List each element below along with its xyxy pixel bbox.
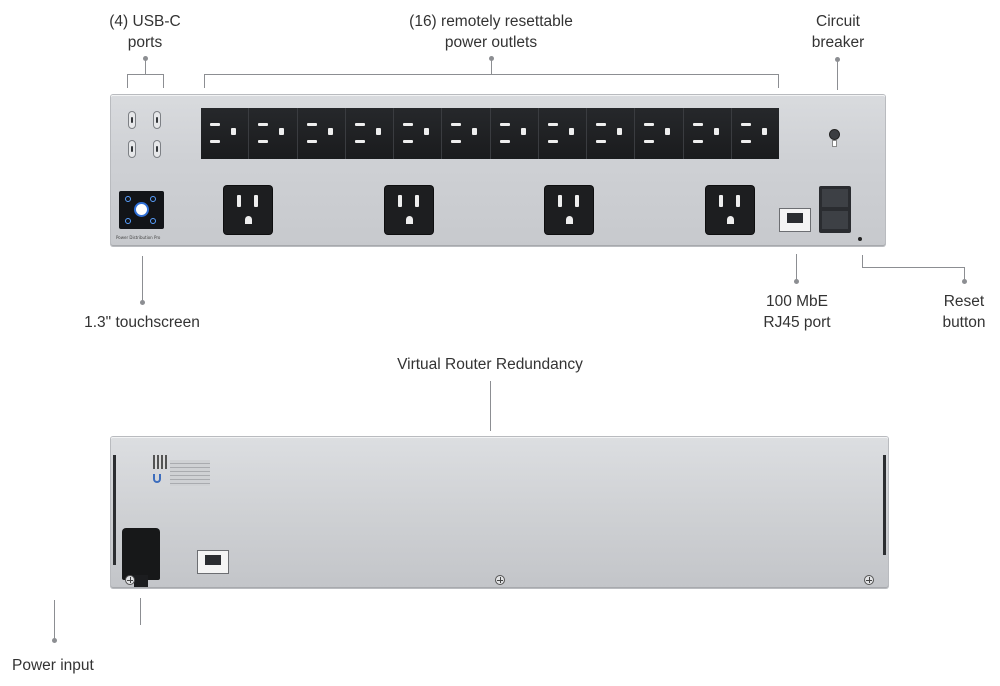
resettable-outlet[interactable]: [201, 108, 250, 159]
breaker-indicator: [832, 140, 837, 147]
power-outlet[interactable]: [224, 186, 272, 234]
resettable-outlet-strip: [201, 108, 779, 159]
screen-center-button: [136, 204, 147, 215]
screw-icon: [864, 575, 874, 585]
reset-port-block: [819, 186, 851, 233]
reset-button-label: Reset button: [942, 293, 986, 331]
vrr-rj45-port[interactable]: [197, 550, 229, 574]
screw-icon: [125, 575, 135, 585]
resettable-outlet[interactable]: [683, 108, 732, 159]
touchscreen[interactable]: [119, 191, 164, 229]
usbc-port[interactable]: [128, 140, 136, 158]
virtual-router-redundancy-label: Virtual Router Redundancy: [397, 356, 583, 373]
power-input-label: Power input: [12, 657, 94, 674]
qr-code-icon: [153, 455, 167, 469]
power-outlet[interactable]: [385, 186, 433, 234]
back-panel: [111, 437, 888, 588]
resettable-outlet[interactable]: [345, 108, 394, 159]
resettable-outlet[interactable]: [442, 108, 491, 159]
screen-icon: [150, 218, 156, 224]
resettable-outlet[interactable]: [394, 108, 443, 159]
left-rail: [113, 455, 116, 565]
circuit-breaker-label: Circuit breaker: [811, 13, 865, 51]
reset-button[interactable]: [858, 237, 862, 241]
power-input[interactable]: [122, 528, 160, 580]
resettable-outlet[interactable]: [490, 108, 539, 159]
model-name: Power Distribution Pro: [116, 235, 161, 240]
screw-icon: [495, 575, 505, 585]
resettable-outlet[interactable]: [538, 108, 587, 159]
screen-icon: [125, 218, 131, 224]
usbc-ports-label: (4) USB-C ports: [109, 13, 181, 51]
screen-icon: [150, 196, 156, 202]
regulatory-label: [170, 460, 210, 486]
resettable-outlet[interactable]: [731, 108, 779, 159]
right-rail: [883, 455, 886, 555]
usbc-port[interactable]: [153, 140, 161, 158]
touchscreen-label: 1.3" touchscreen: [84, 314, 200, 331]
power-outlet[interactable]: [545, 186, 593, 234]
power-outlet[interactable]: [706, 186, 754, 234]
power-outlets-label: (16) remotely resettable power outlets: [409, 13, 573, 51]
power-cable: [134, 575, 148, 587]
ubiquiti-logo-icon: [153, 474, 161, 483]
resettable-outlet[interactable]: [587, 108, 636, 159]
resettable-outlet[interactable]: [249, 108, 298, 159]
rj45-port-label: 100 MbE RJ45 port: [763, 293, 831, 331]
resettable-outlet[interactable]: [635, 108, 684, 159]
usbc-port[interactable]: [128, 111, 136, 129]
rj45-port[interactable]: [779, 208, 811, 232]
usbc-port[interactable]: [153, 111, 161, 129]
resettable-outlet[interactable]: [297, 108, 346, 159]
circuit-breaker[interactable]: [829, 129, 840, 140]
screen-icon: [125, 196, 131, 202]
